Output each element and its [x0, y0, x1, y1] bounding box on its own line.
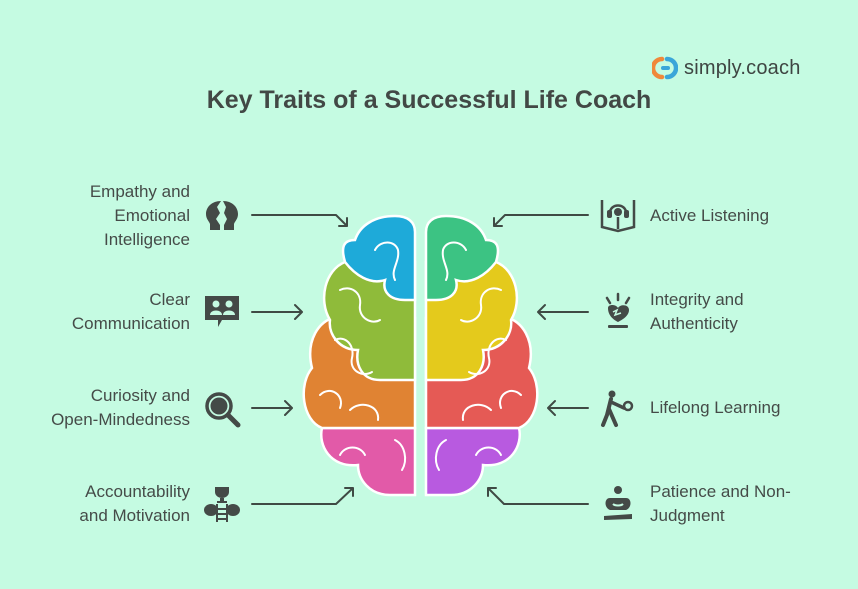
trait-lifelong-learning-label: Lifelong Learning [650, 396, 780, 420]
trait-line: Judgment [650, 506, 725, 525]
simply-coach-logo-icon [652, 56, 678, 80]
trait-line: Lifelong Learning [650, 398, 781, 417]
trait-line: Authenticity [650, 314, 738, 333]
trait-line: Intelligence [103, 230, 190, 249]
magnifying-glass-icon [205, 392, 241, 428]
trait-line: Clear [149, 290, 190, 309]
trait-accountability-label: Accountability and Motivation [79, 480, 190, 528]
chat-people-icon [205, 296, 239, 327]
glowing-heart-icon [605, 292, 631, 328]
trait-line: Open-Mindedness [51, 410, 190, 429]
trait-line: Emotional [114, 206, 190, 225]
trait-integrity-label: Integrity and Authenticity [650, 288, 744, 336]
trait-line: Integrity and [650, 290, 744, 309]
trait-curiosity-label: Curiosity and Open-Mindedness [51, 384, 190, 432]
trait-communication-label: Clear Communication [72, 288, 190, 336]
brain-folds [319, 241, 522, 471]
trait-line: Active Listening [650, 206, 770, 225]
connector-arrows [251, 214, 589, 505]
trait-line: Patience and Non- [650, 482, 791, 501]
page-title: Key Traits of a Successful Life Coach [206, 86, 652, 114]
trait-active-listening-label: Active Listening [650, 204, 769, 228]
trait-line: Empathy and [89, 182, 190, 201]
trait-line: Curiosity and [90, 386, 190, 405]
brand-logo: simply.coach [652, 56, 801, 80]
trait-line: and Motivation [79, 506, 190, 525]
trait-empathy-label: Empathy and Emotional Intelligence [90, 180, 190, 252]
trophy-ladder-icon [204, 487, 240, 522]
trait-line: Accountability [85, 482, 190, 501]
logo-text: simply.coach [684, 56, 801, 79]
trait-line: Communication [71, 314, 190, 333]
headphones-book-icon [600, 200, 636, 233]
trait-patience-label: Patience and Non- Judgment [650, 480, 791, 528]
meditation-icon [604, 486, 632, 520]
two-heads-empathy-icon [206, 201, 238, 230]
runner-icon [601, 390, 634, 427]
